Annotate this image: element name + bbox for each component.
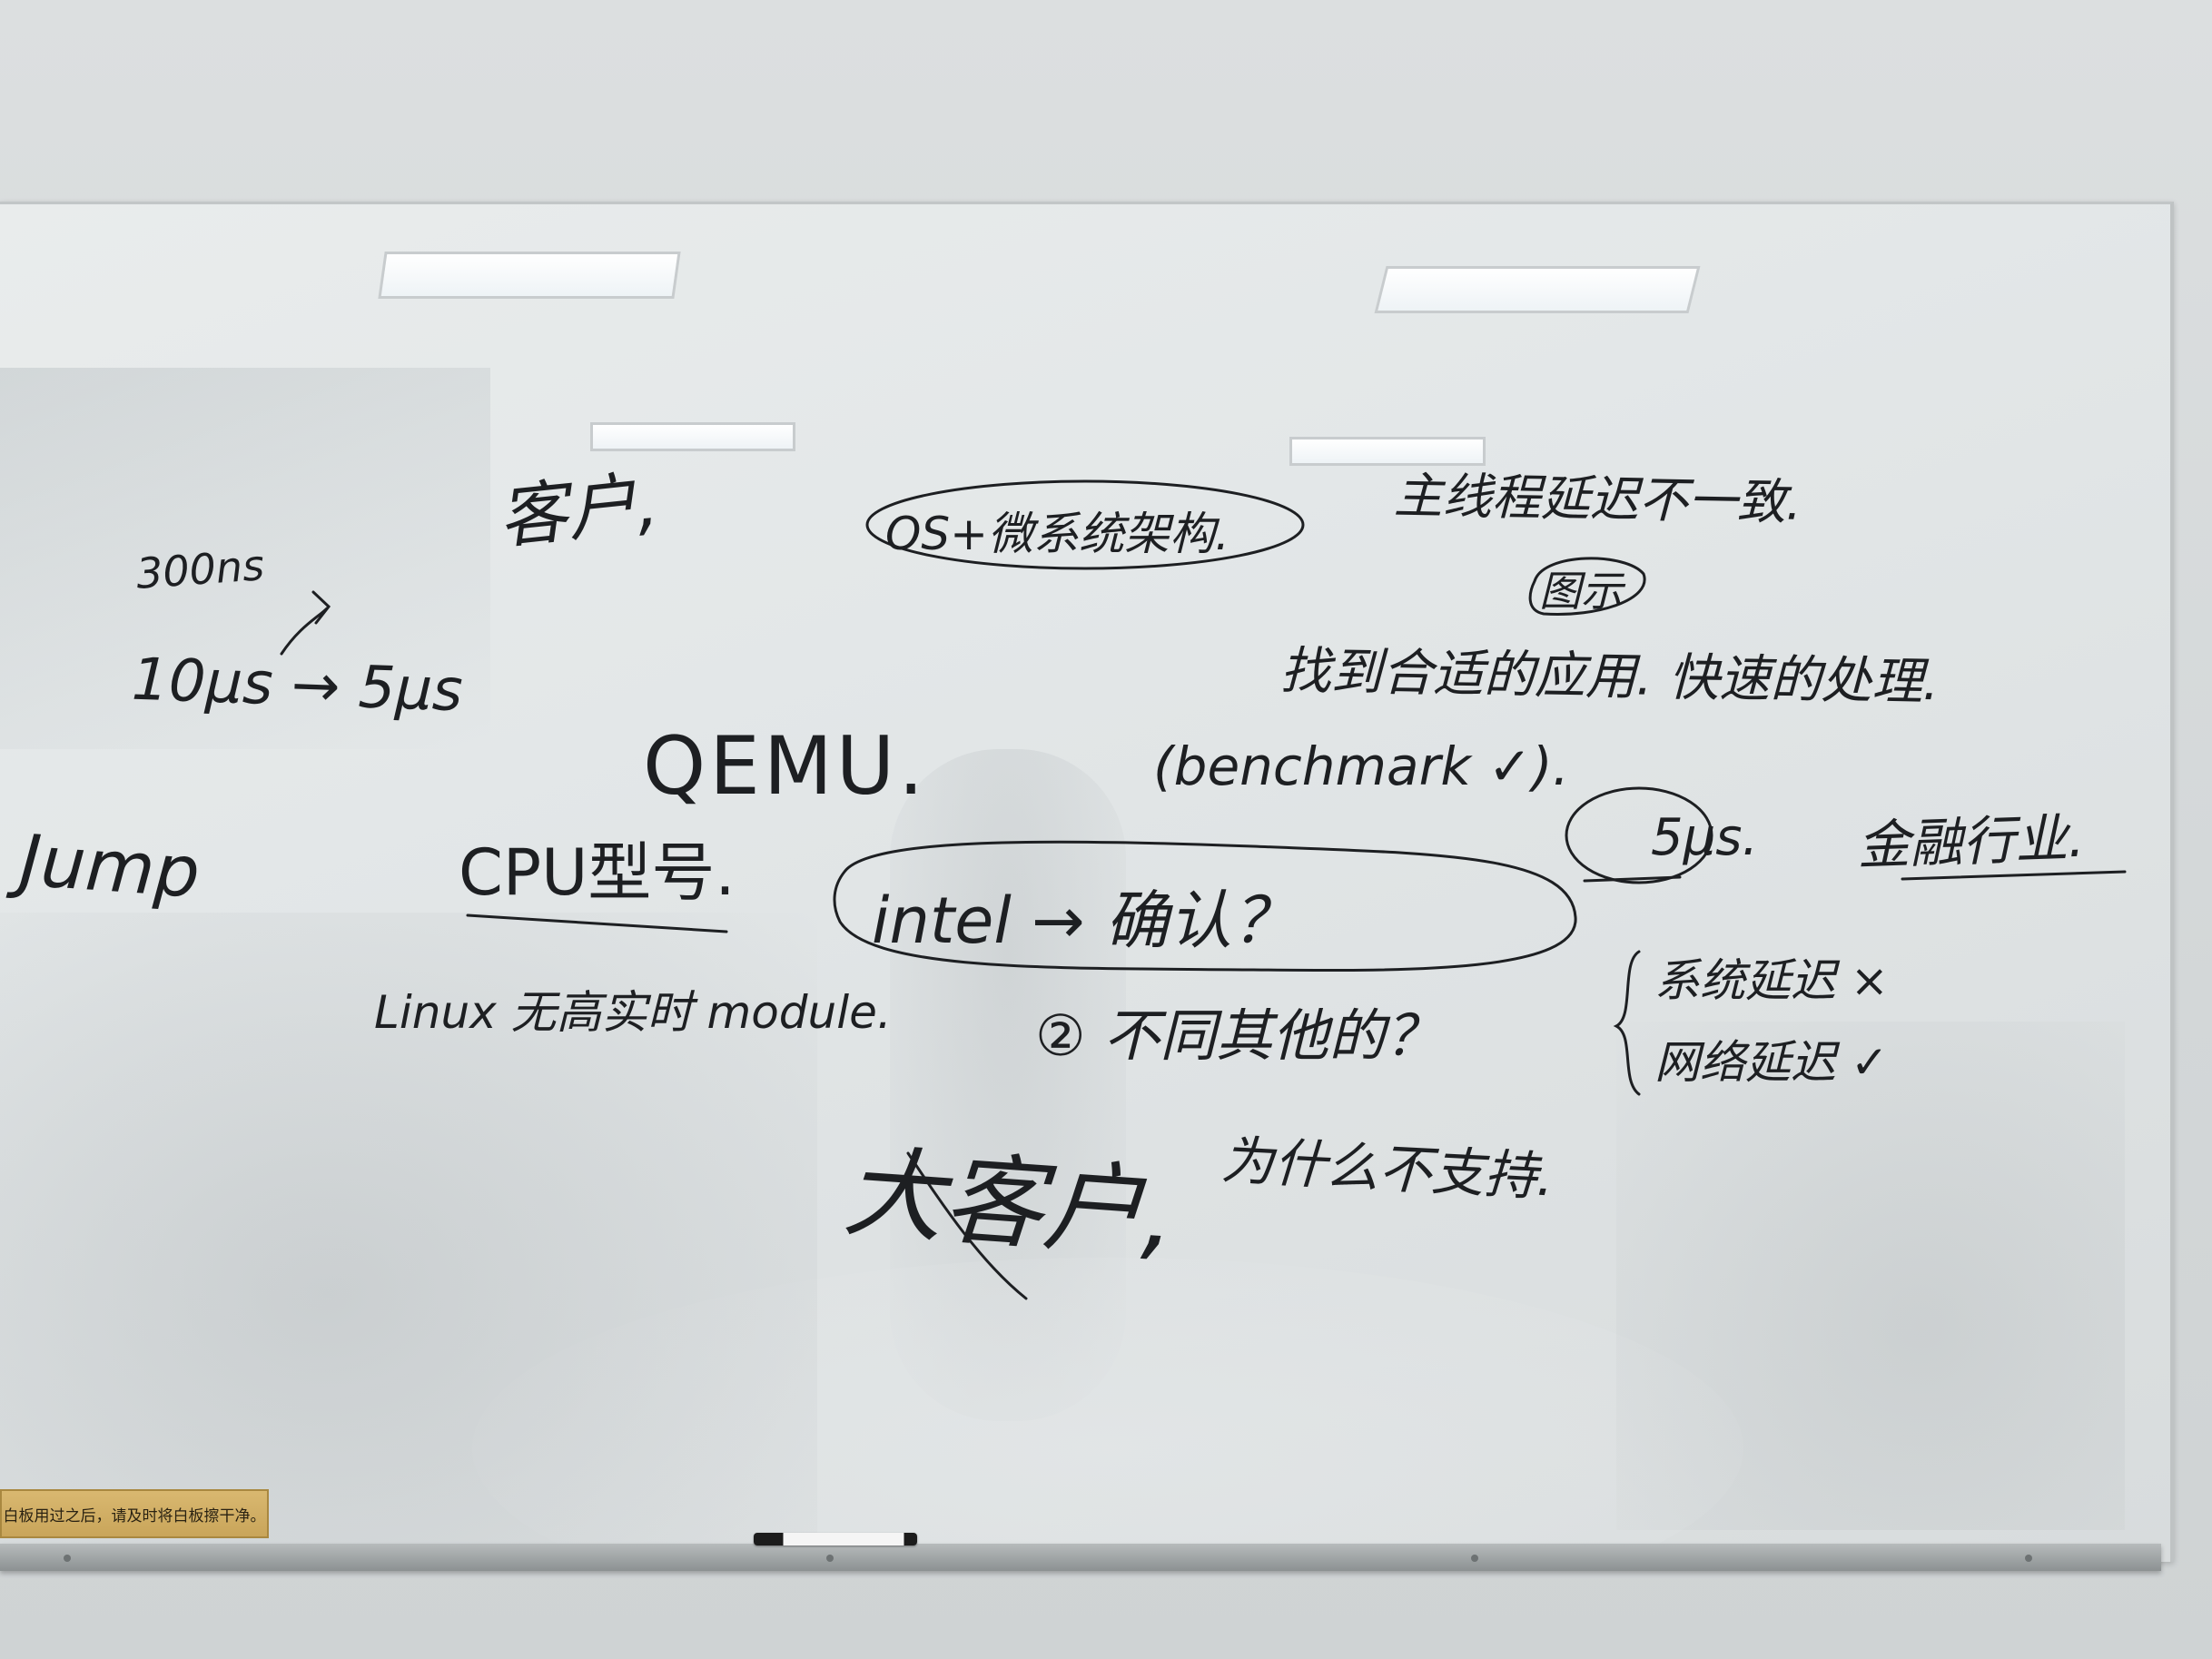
tray-screw	[64, 1555, 71, 1562]
whiteboard-tray	[0, 1544, 2161, 1571]
note-os-architecture: OS+微系统架构.	[885, 508, 1229, 560]
note-diagram: 图示	[1539, 567, 1623, 616]
light-reflection	[1289, 437, 1486, 466]
tray-screw	[826, 1555, 834, 1562]
note-network-latency: 网络延迟 ✓	[1654, 1036, 1889, 1089]
cleaning-sign-text: 白板用过之后，请及时将白板擦干净。	[3, 1506, 266, 1526]
note-jump: Jump	[17, 820, 202, 914]
note-qemu: QEMU.	[643, 719, 928, 813]
note-find-application: 找到合适的应用. 快速的处理.	[1279, 641, 1940, 713]
light-reflection	[590, 422, 795, 451]
light-reflection	[1374, 266, 1701, 313]
note-finance: 金融行业.	[1856, 806, 2086, 877]
note-thread-latency: 主线程延迟不一致.	[1393, 467, 1802, 531]
note-10us: 10μs → 5μs	[130, 646, 464, 726]
note-other-question: ② 不同其他的？	[1035, 1002, 1442, 1069]
note-benchmark: (benchmark ✓).	[1153, 736, 1570, 797]
note-300ns: 300ns	[134, 540, 266, 598]
note-system-latency: 系统延迟 ×	[1654, 954, 1889, 1007]
light-reflection	[378, 252, 681, 299]
note-linux-module: Linux 无高实时 module.	[374, 986, 892, 1039]
note-client: 客户,	[494, 461, 663, 558]
room-reflection	[890, 749, 1126, 1421]
note-cpu-model: CPU型号.	[459, 835, 736, 910]
tray-screw	[2025, 1555, 2032, 1562]
room-reflection	[1616, 1022, 2125, 1530]
note-intel-confirm: intel → 确认？	[872, 884, 1296, 958]
note-5us: 5μs.	[1651, 808, 1759, 867]
tray-screw	[1471, 1555, 1478, 1562]
marker-pen[interactable]	[754, 1533, 917, 1545]
room-reflection	[472, 1258, 1743, 1562]
note-big-client: 大客户,	[840, 1133, 1180, 1273]
cleaning-sign: 白板用过之后，请及时将白板擦干净。	[0, 1489, 269, 1538]
